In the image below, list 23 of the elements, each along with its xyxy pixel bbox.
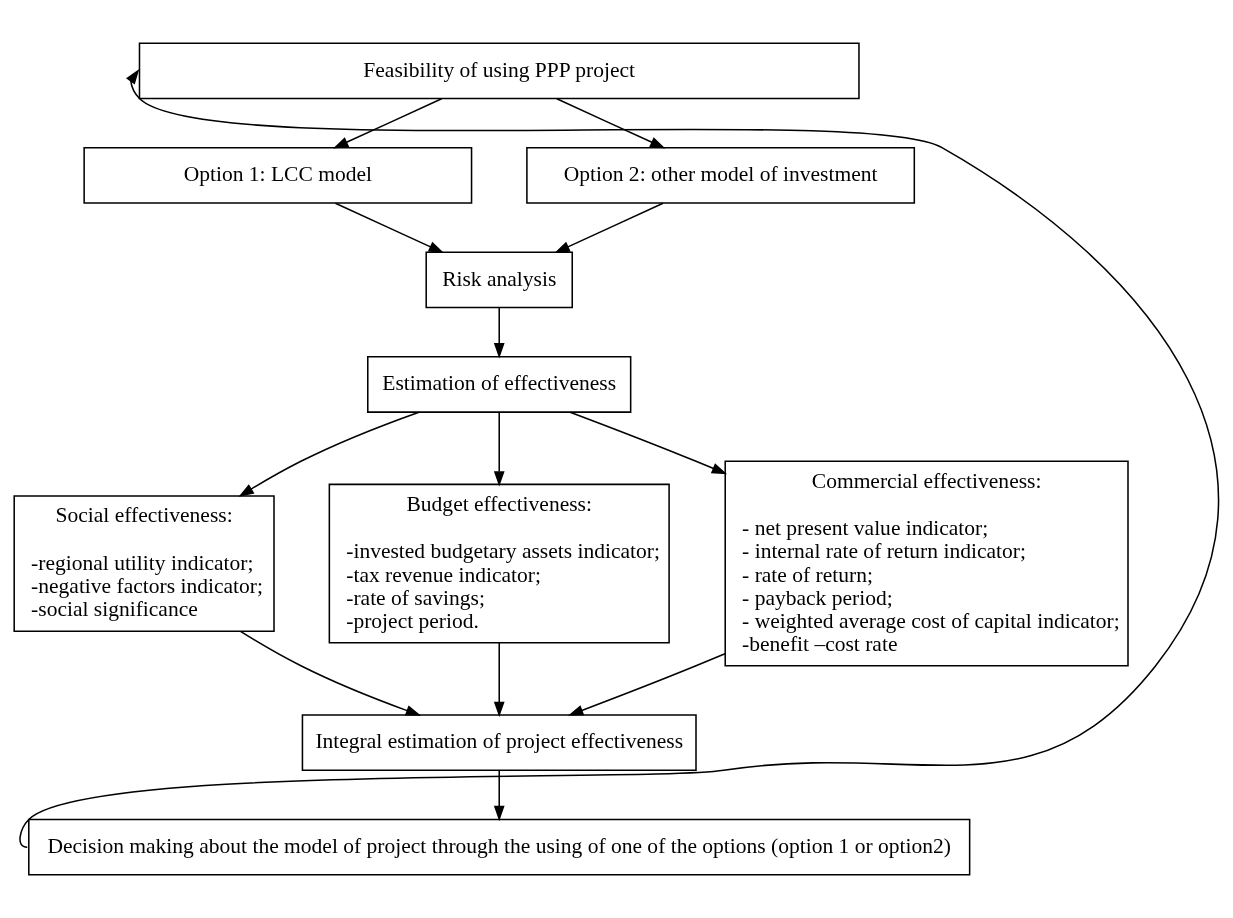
- arrow: [493, 307, 505, 359]
- arrow: [334, 202, 445, 254]
- node-box: Budget effectiveness: -invested budgetary assets indicator; -tax revenue indicator; -rate of savings; -project period.: [328, 483, 670, 644]
- node-box: Integral estimation of project effectiveness: [301, 714, 697, 772]
- arrow: [333, 98, 443, 149]
- arrow: [556, 98, 666, 149]
- arrow: [569, 411, 728, 475]
- arrow: [567, 653, 726, 716]
- arrow: [554, 202, 664, 254]
- arrow: [493, 411, 505, 487]
- node-box: Feasibility of using PPP project: [138, 42, 860, 100]
- arrow: [239, 630, 422, 716]
- node-box: Option 2: other model of investment: [526, 146, 916, 204]
- node-box: Social effectiveness: -regional utility indicator; -negative factors indicator; -social significance: [13, 495, 275, 632]
- arrow: [19, 68, 1219, 848]
- node-box: Commercial effectiveness: - net present value indicator; - internal rate of return indicator; - rate of return; - payback period; - weighted average cost of capital indicator; -benefit –cost rate: [724, 460, 1129, 667]
- node-box: Option 1: LCC model: [83, 146, 473, 204]
- node-box: Risk analysis: [425, 251, 573, 309]
- node-box: Decision making about the model of project through the using of one of the options (option 1 or option2): [28, 818, 971, 876]
- arrow: [493, 642, 505, 718]
- arrow: [238, 411, 420, 497]
- arrow: [493, 770, 505, 822]
- node-box: Estimation of effectiveness: [367, 356, 632, 413]
